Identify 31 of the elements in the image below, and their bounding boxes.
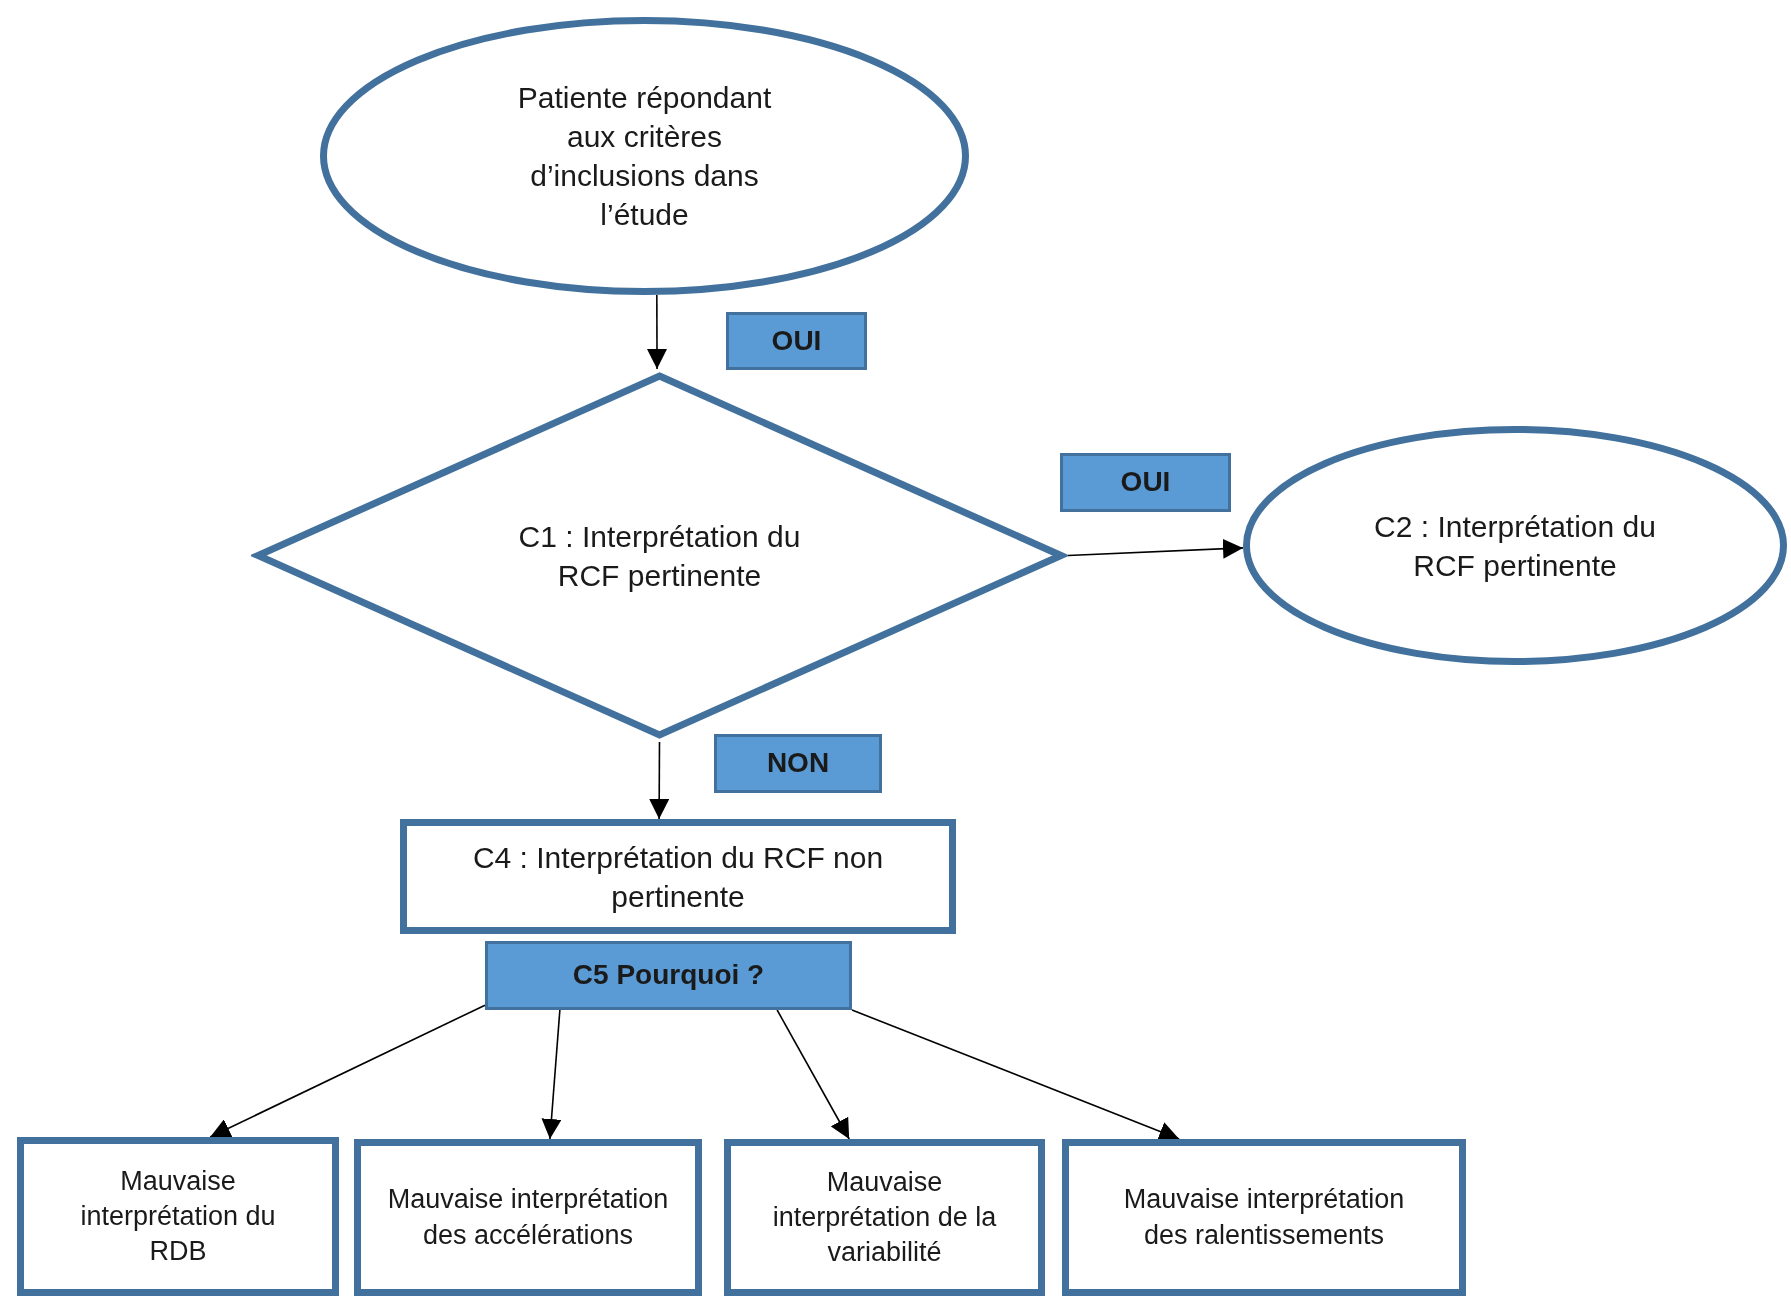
node-text: NON — [766, 746, 830, 781]
start-ellipse — [320, 17, 969, 295]
node-text: Mauvaise interprétation des accélérations — [386, 1183, 670, 1252]
result-box — [400, 819, 956, 934]
arrow — [541, 1009, 562, 1140]
node-text: C5 Pourquoi ? — [572, 958, 765, 993]
arrow — [647, 294, 667, 370]
node-text: Mauvaise interprétation des ralentissements — [1122, 1183, 1406, 1252]
node-text: OUI — [771, 323, 822, 358]
node-text: OUI — [1120, 465, 1171, 500]
arrow — [851, 1009, 1180, 1141]
decision-diamond — [251, 369, 1068, 742]
arrow — [209, 1004, 486, 1138]
node-text: C1 : Interprétation du RCF pertinente — [517, 518, 802, 594]
reason-box — [354, 1139, 702, 1296]
arrow — [776, 1009, 850, 1140]
answer-tag — [1060, 453, 1231, 512]
arrow — [1067, 538, 1244, 559]
reason-box — [1062, 1139, 1466, 1296]
node-text: Patiente répondant aux critères d’inclusions dans l’étude — [516, 80, 773, 233]
node-text: Mauvaise interprétation du RDB — [79, 1164, 277, 1269]
reason-box — [724, 1139, 1045, 1296]
node-text: Mauvaise interprétation de la variabilité — [771, 1165, 998, 1270]
question-box — [485, 941, 852, 1010]
reason-box — [17, 1137, 339, 1296]
arrow — [649, 741, 670, 820]
node-text: C4 : Interprétation du RCF non pertinente — [471, 839, 885, 915]
answer-tag — [726, 312, 867, 370]
node-text: C2 : Interprétation du RCF pertinente — [1373, 508, 1657, 584]
result-ellipse — [1243, 426, 1787, 665]
answer-tag — [714, 734, 882, 793]
